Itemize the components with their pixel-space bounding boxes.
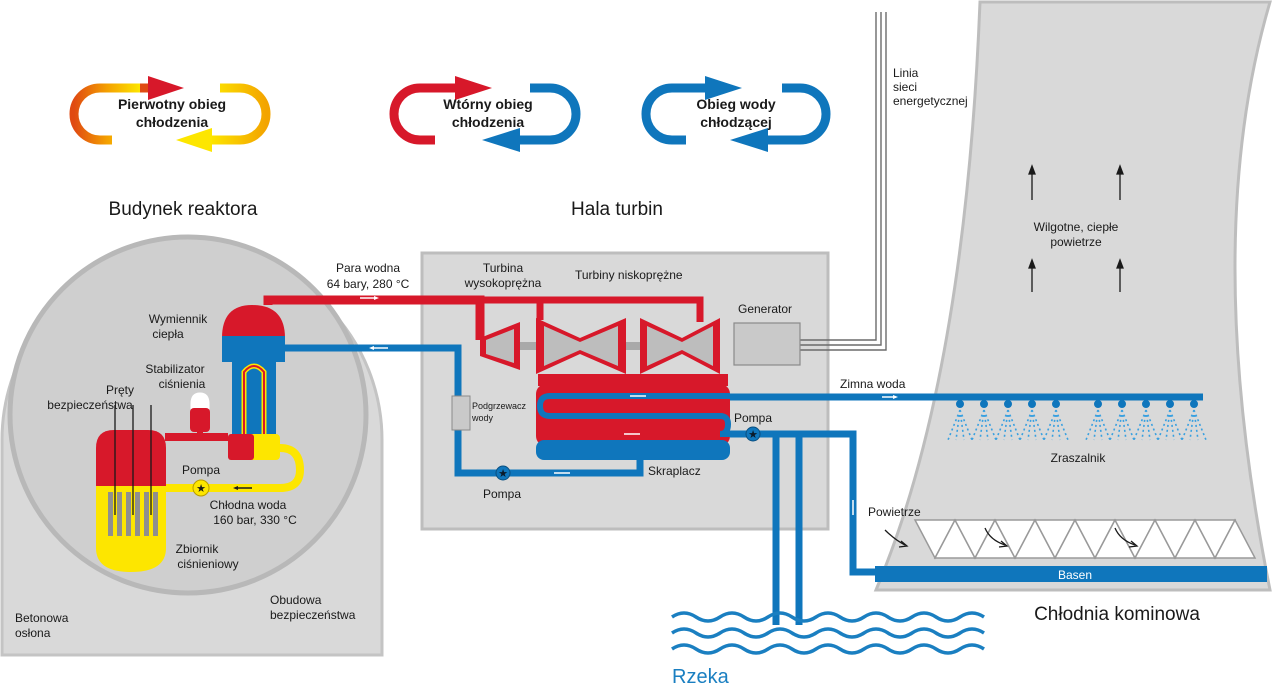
feedwater-heater <box>451 395 471 431</box>
generator-label: Generator <box>738 302 792 316</box>
arrow-left-icon <box>176 128 212 152</box>
primary-pump-label: Pompa <box>182 463 220 477</box>
pressurizer <box>189 391 211 440</box>
primary-pump-icon <box>192 479 210 497</box>
humid-air-label-line2: powietrze <box>1050 235 1102 249</box>
reactor-vessel <box>96 405 166 572</box>
feedwater-pump-icon <box>495 465 511 481</box>
condenser-label: Skraplacz <box>648 464 701 478</box>
arrow-right-icon <box>705 76 742 100</box>
legend-cooling-cycle: Obieg wody chłodzącej <box>641 76 831 152</box>
pump-star-icon: ★ <box>196 483 206 495</box>
tower-fill-lattice <box>913 518 1257 560</box>
legend-primary-cycle: Pierwotny obieg chłodzenia <box>69 76 271 152</box>
condenser <box>536 374 732 460</box>
sprinkler-nozzles <box>956 400 1198 408</box>
cooling-pump-label: Pompa <box>734 411 772 425</box>
vessel-label-line1: Zbiornik <box>176 542 220 556</box>
basin <box>875 566 1267 582</box>
steam-label-line1: Para wodna <box>336 261 400 275</box>
sprinkler-spray <box>947 409 1207 441</box>
basin-label: Basen <box>1058 568 1092 582</box>
rods-label-line1: Pręty <box>106 383 134 397</box>
legend-primary-line2: chłodzenia <box>136 114 209 130</box>
heater-label-line2: wody <box>471 413 494 423</box>
legend-secondary-line1: Wtórny obieg <box>443 96 532 112</box>
cooling-tower-shell <box>873 0 1273 592</box>
hp-turbine-label-line2: wysokoprężna <box>464 276 542 290</box>
legend-cooling-line2: chłodzącej <box>700 114 772 130</box>
turbine-hall-title: Hala turbin <box>571 199 663 220</box>
humid-air-label-line1: Wilgotne, ciepłe <box>1034 220 1119 234</box>
heater-label-line1: Podgrzewacz <box>472 401 527 411</box>
arrow-left-icon <box>730 128 768 152</box>
hp-turbine <box>480 322 520 370</box>
cooling-tower-title: Chłodnia kominowa <box>1034 604 1200 625</box>
lp-turbines-label: Turbiny niskoprężne <box>575 268 683 282</box>
cold-water-label: Zimna woda <box>840 377 906 391</box>
reactor-building-title: Budynek reaktora <box>109 199 258 220</box>
pressurizer-label-line1: Stabilizator <box>145 362 204 376</box>
legend-cooling-line1: Obieg wody <box>696 96 776 112</box>
feedwater-return-pipe <box>285 344 644 477</box>
grid-power-line <box>800 12 887 351</box>
exchanger-label-line2: ciepła <box>152 327 184 341</box>
coolant-return-pipe <box>160 444 305 492</box>
air-label: Powietrze <box>868 505 921 519</box>
cooling-pump-icon <box>745 426 761 442</box>
heat-exchanger <box>222 305 285 460</box>
generator <box>733 322 801 366</box>
legend-primary-line1: Pierwotny obieg <box>118 96 226 112</box>
vessel-label-line2: ciśnieniowy <box>177 557 238 571</box>
rods-label-line2: bezpieczeństwa <box>47 398 133 412</box>
air-flow-arrows <box>1028 164 1124 292</box>
arrow-right-icon <box>455 76 492 100</box>
pump-star-icon: ★ <box>748 429 758 441</box>
sprinkler-label: Zraszalnik <box>1051 451 1107 465</box>
concrete-label-line1: Betonowa <box>15 611 69 625</box>
legend-secondary-cycle: Wtórny obieg chłodzenia <box>389 76 581 152</box>
lp-turbine-1 <box>536 318 626 374</box>
containment-dome <box>7 234 369 596</box>
flow-arrow-icon <box>369 346 374 350</box>
exchanger-label-line1: Wymiennik <box>149 312 209 326</box>
river-label: Rzeka <box>672 666 730 685</box>
pump-star-icon: ★ <box>498 468 508 480</box>
concrete-label-line2: osłona <box>15 626 51 640</box>
containment-label-line2: bezpieczeństwa <box>270 608 356 622</box>
flow-arrow-icon <box>233 486 238 490</box>
arrow-right-icon <box>148 76 184 100</box>
flow-arrow-icon <box>893 395 898 399</box>
feedwater-pump-label: Pompa <box>483 487 521 501</box>
steam-label-line2: 64 bary, 280 °C <box>327 277 410 291</box>
steam-pipe-branches <box>480 296 704 322</box>
arrow-left-icon <box>482 128 520 152</box>
pressurizer-label-line2: ciśnienia <box>159 377 206 391</box>
hp-turbine-label-line1: Turbina <box>483 261 524 275</box>
flow-arrow-icon <box>374 296 379 300</box>
coolant-label-line1: Chłodna woda <box>210 498 287 512</box>
legend-secondary-line2: chłodzenia <box>452 114 525 130</box>
containment-label-line1: Obudowa <box>270 593 322 607</box>
lp-turbine-2 <box>640 318 720 374</box>
air-inflow-arrows <box>884 527 1139 548</box>
coolant-label-line2: 160 bar, 330 °C <box>213 513 297 527</box>
grid-label-line2: sieci <box>893 80 917 94</box>
grid-label-line1: Linia <box>893 66 919 80</box>
grid-label-line3: energetycznej <box>893 94 968 108</box>
river-waves <box>671 611 985 655</box>
